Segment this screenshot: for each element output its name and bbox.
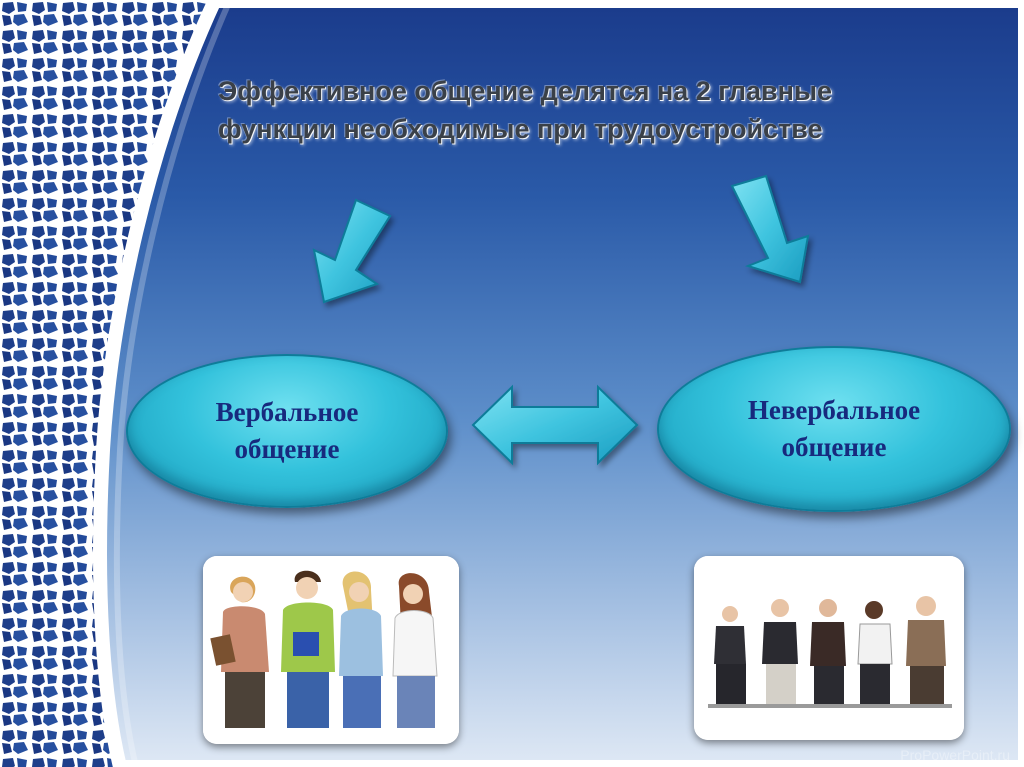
double-arrow-icon: [471, 384, 639, 466]
verbal-communication-oval: Вербальное общение: [126, 354, 448, 508]
nonverbal-communication-label: Невербальное общение: [747, 395, 921, 462]
seated-person-5-figure: [906, 596, 946, 706]
seated-person-4-figure: [857, 601, 893, 706]
person-4-figure: [392, 573, 438, 728]
seated-person-3-figure: [810, 599, 846, 706]
watermark-text: ProPowerPoint.ru: [900, 747, 1010, 763]
person-2-figure: [281, 570, 335, 728]
verbal-communication-label: Вербальное общение: [215, 397, 359, 464]
person-1-figure: [210, 576, 269, 728]
arrow-down-right-icon: [730, 174, 810, 284]
women-talking-illustration: [203, 556, 459, 744]
women-talking-image: [203, 556, 459, 744]
slide-title: Эффективное общение делятся на 2 главные…: [218, 72, 978, 148]
person-3-figure: [339, 571, 383, 728]
people-waiting-illustration: [694, 556, 964, 740]
nonverbal-communication-oval: Невербальное общение: [657, 346, 1011, 512]
people-waiting-image: [694, 556, 964, 740]
arrow-down-left-icon: [312, 198, 392, 304]
slide-title-line-2: функции необходимые при трудоустройстве: [218, 114, 823, 144]
seated-person-1-figure: [714, 606, 746, 704]
seated-person-2-figure: [762, 599, 798, 706]
slide-title-line-1: Эффективное общение делятся на 2 главные: [218, 76, 833, 106]
